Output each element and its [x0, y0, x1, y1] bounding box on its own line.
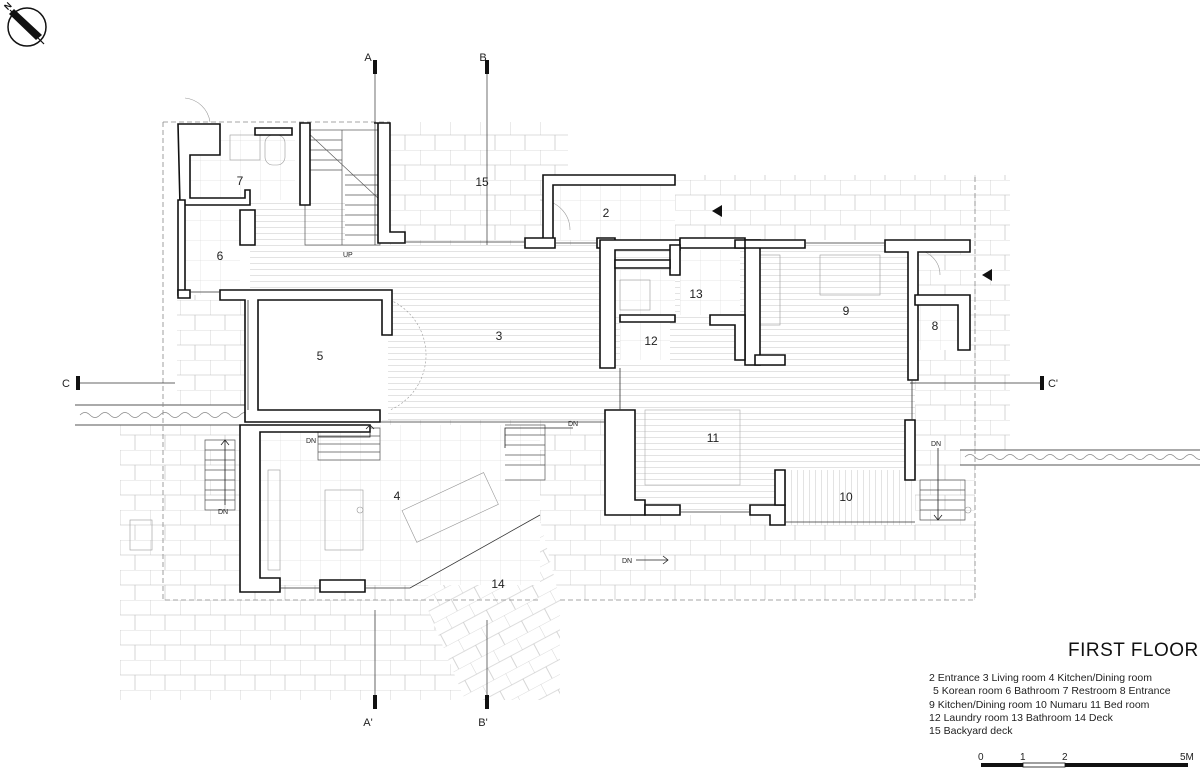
room-label: 9 — [843, 304, 850, 318]
up-label: UP — [343, 252, 353, 259]
room-label: 6 — [217, 249, 224, 263]
legend-line: 9 Kitchen/Dining room 10 Numaru 11 Bed r… — [929, 698, 1150, 711]
section-lines — [80, 70, 1040, 700]
room-label: 8 — [932, 319, 939, 333]
legend-line: 2 Entrance 3 Living room 4 Kitchen/Dinin… — [929, 672, 1152, 684]
legend-line: 12 Laundry room 13 Bathroom 14 Deck — [929, 711, 1113, 724]
room-label: 13 — [689, 287, 703, 301]
north-compass-icon: N — [2, 0, 47, 47]
room-label: 2 — [603, 206, 610, 220]
section-label-c-right: C' — [1048, 378, 1058, 390]
dn-label: DN — [568, 421, 578, 428]
section-label-c-left: C — [62, 378, 70, 390]
dn-arrows — [220, 424, 943, 565]
floor-title: FIRST FLOOR — [1068, 640, 1199, 661]
section-label-b-top: B — [479, 52, 486, 64]
dn-label: DN — [622, 558, 632, 565]
legend-line: 5 Korean room 6 Bathroom 7 Restroom 8 En… — [933, 685, 1171, 698]
room-label: 11 — [707, 431, 720, 445]
legend-line: 15 Backyard deck — [929, 725, 1013, 738]
room-label: 5 — [317, 349, 324, 363]
section-label-b-bottom: B' — [478, 717, 487, 729]
section-marks — [76, 60, 1044, 709]
scale-tick-label: 5M — [1180, 752, 1194, 763]
room-label: 7 — [237, 174, 244, 188]
room-legend: 2 Entrance 3 Living room 4 Kitchen/Dinin… — [929, 672, 1171, 738]
scale-tick-label: 2 — [1062, 752, 1068, 763]
scale-tick-label: 1 — [1020, 752, 1026, 763]
room-label: 14 — [491, 577, 505, 591]
room-label: 12 — [644, 334, 658, 348]
room-label: 15 — [475, 175, 489, 189]
entrance-marker-icon — [982, 269, 992, 281]
dn-label: DN — [218, 509, 228, 516]
scale-tick-label: 0 — [978, 752, 984, 763]
section-label-a-top: A — [364, 52, 372, 64]
walls[interactable] — [177, 122, 971, 593]
room-label: 3 — [496, 329, 503, 343]
north-label: N — [2, 0, 14, 12]
scale-bar: 0 1 2 5M — [978, 752, 1194, 768]
room-label: 10 — [839, 490, 853, 504]
dn-label: DN — [306, 438, 316, 445]
interior-floors — [185, 130, 960, 585]
dn-label: DN — [931, 441, 941, 448]
section-label-a-bottom: A' — [363, 717, 372, 729]
entrance-marker-icon — [712, 205, 722, 217]
room-label: 4 — [394, 489, 401, 503]
openings — [190, 241, 915, 589]
ground-edges — [75, 404, 1200, 466]
